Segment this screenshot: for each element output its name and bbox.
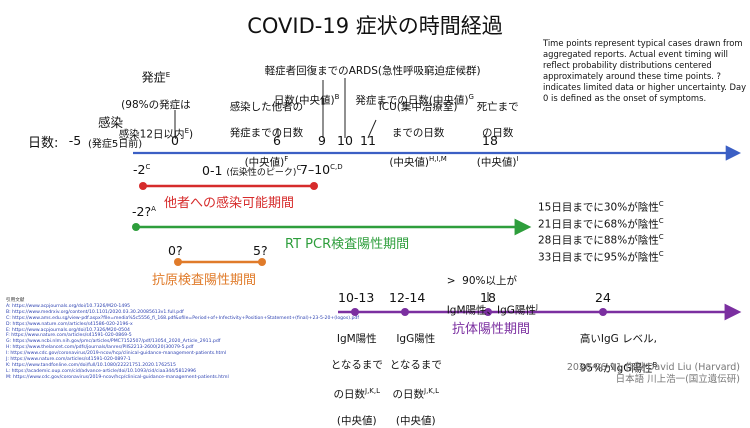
antibody-tick-18: 18 <box>480 290 496 305</box>
tick-6: 6 <box>273 133 281 148</box>
pcr-period-label: RT PCR検査陽性期間 <box>285 237 410 252</box>
event-onset: 発症E (98%の発症は 感染12日以内E) <box>118 70 194 140</box>
icu-pointer <box>367 119 377 139</box>
tick-0: 0 <box>171 133 179 148</box>
antibody-dot-24 <box>599 308 607 316</box>
antigen-end: 5? <box>253 243 268 258</box>
ref-i[interactable]: I: https://www.cdc.gov/coronavirus/2019-… <box>6 351 227 357</box>
pcr-start: -2?A <box>132 204 156 219</box>
ref-h[interactable]: H: https://www.thelancet.com/pdfs/journa… <box>6 345 194 351</box>
infection-note: (発症5日前) <box>88 139 143 150</box>
contagious-end-dot <box>310 182 318 190</box>
tick-18: 18 <box>482 133 498 148</box>
ref-g[interactable]: G: https://www.ncbi.nlm.nih.gov/pmc/arti… <box>6 339 221 345</box>
references: 引用文献 A: https://www.acpjournals.org/doi/… <box>6 298 359 381</box>
contagious-end: 7–10C,D <box>300 162 343 177</box>
ref-a[interactable]: A: https://www.acpjournals.org/doi/10.73… <box>6 303 131 309</box>
antibody-tick-12-14: 12-14 <box>389 290 426 305</box>
event-mild-recovery: 軽症者回復までの 日数(中央値)B <box>264 65 349 107</box>
infection-label: 感染 <box>98 115 124 130</box>
contagious-period-label: 他者への感染可能期間 <box>164 196 295 211</box>
tick-11: 11 <box>360 133 376 148</box>
tick-minus5: -5 <box>68 133 82 148</box>
ref-d[interactable]: D: https://www.nature.com/articles/s4158… <box>6 321 133 327</box>
uncertainty-note: Time points represent typical cases draw… <box>543 38 747 103</box>
contagious-start: -2C <box>133 162 151 177</box>
pcr-negative-day28: 28日目までに88%が陰性C <box>538 233 664 247</box>
event-infected-others: 感染した他者の 発症までの日数 (中央値)F <box>229 101 304 169</box>
ref-b[interactable]: B: https://www.medrxiv.org/content/10.11… <box>6 309 184 315</box>
pcr-negative-day33: 33日目までに95%が陰性C <box>538 249 664 264</box>
credit: 2020-06-11 作製 David Liu (Harvard) 日本語 川上… <box>567 362 740 386</box>
credit-author: 2020-06-11 作製 David Liu (Harvard) <box>566 362 740 373</box>
event-ards: ARDS(急性呼吸窮迫症候群) 発症までの日数(中央値)G <box>348 65 481 107</box>
ref-f[interactable]: F: https://www.nature.com/articles/s4159… <box>6 333 132 339</box>
timeline-svg <box>132 78 742 321</box>
tick-9: 9 <box>318 133 326 148</box>
event-death: 死亡まで の日数 (中央値)I <box>476 101 519 169</box>
contagious-peak: 0-1 (伝染性のピーク)C <box>202 163 302 178</box>
references-heading: 引用文献 <box>6 298 25 303</box>
igg-median: IgG陽性 となるまで の日数J,K,L (中央値) <box>389 333 442 427</box>
ref-j[interactable]: J: https://www.nature.com/articles/s4159… <box>6 357 131 363</box>
credit-translator: 日本語 川上浩一(国立遺伝研) <box>615 374 740 385</box>
antigen-start: 0? <box>168 243 183 258</box>
pcr-negative-list: 15日目までに30%が陰性C 21日目までに68%が陰性C 28日目までに88%… <box>538 198 664 264</box>
ref-k[interactable]: K: https://www.tandfonline.com/doi/full/… <box>6 362 176 368</box>
antibody-dot-10-13 <box>351 308 359 316</box>
antibody-tick-10-13: 10-13 <box>338 290 375 305</box>
ref-e[interactable]: E: https://www.acpjournals.org/doi/10.73… <box>6 327 130 333</box>
ref-l[interactable]: L: https://academic.oup.com/cid/advance-… <box>6 368 197 374</box>
antigen-end-dot <box>258 258 266 266</box>
antibody-tick-24: 24 <box>595 290 611 305</box>
tick-10: 10 <box>337 133 353 148</box>
pcr-negative-day15: 15日目までに30%が陰性C <box>538 200 664 214</box>
ref-c[interactable]: C: https://www.ams.edu.sg/view-pdf.aspx?… <box>6 315 359 321</box>
pcr-negative-day21: 21日目までに68%が陰性C <box>538 216 664 231</box>
antigen-period-label: 抗原検査陽性期間 <box>152 273 257 288</box>
ref-m[interactable]: M: https://www.cdc.gov/coronavirus/2019-… <box>6 374 229 380</box>
event-icu: ICU(集中治療室) までの日数 (中央値)H,I,M <box>378 101 458 169</box>
antibody-positive-note: > 90%以上が IgM陽性、IgG陽性J <box>446 275 538 317</box>
antibody-dot-18 <box>484 308 492 316</box>
page-title: COVID-19 症状の時間経過 <box>247 14 503 38</box>
antibody-dot-12-14 <box>401 308 409 316</box>
antibody-period-label: 抗体陽性期間 <box>452 322 531 337</box>
high-igg-level: 高いIgG レベル, 95%がIgG陽性B <box>579 333 658 375</box>
axis-label: 日数: <box>28 136 59 151</box>
